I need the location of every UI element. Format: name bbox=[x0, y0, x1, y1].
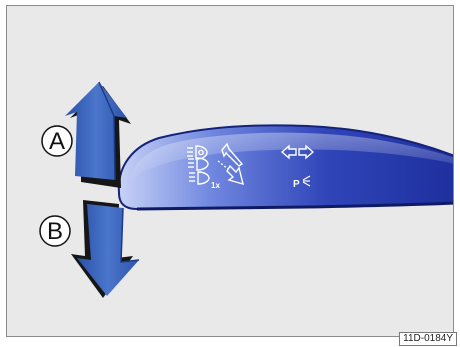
turn-signal-lever bbox=[117, 124, 453, 211]
callout-a-label: A bbox=[49, 128, 65, 155]
illustration-panel: A B bbox=[6, 5, 454, 337]
arrow-up-icon bbox=[65, 81, 131, 188]
callout-b: B bbox=[39, 215, 71, 247]
figure-reference-code: 11D-0184Y bbox=[399, 332, 457, 346]
parking-light-icon: P bbox=[293, 175, 311, 190]
headlight-1x-icon: 1x bbox=[189, 171, 220, 190]
lever-move-icon bbox=[217, 142, 244, 186]
callout-a: A bbox=[41, 125, 73, 157]
parking-light-label: P bbox=[293, 179, 300, 190]
headlight-1x-badge: 1x bbox=[211, 181, 220, 190]
lever-illustration: A B bbox=[39, 81, 453, 298]
turn-signal-icon bbox=[280, 144, 315, 160]
main-beam-icon bbox=[188, 157, 209, 171]
arrow-down-icon bbox=[71, 200, 140, 298]
callout-b-label: B bbox=[47, 218, 63, 245]
